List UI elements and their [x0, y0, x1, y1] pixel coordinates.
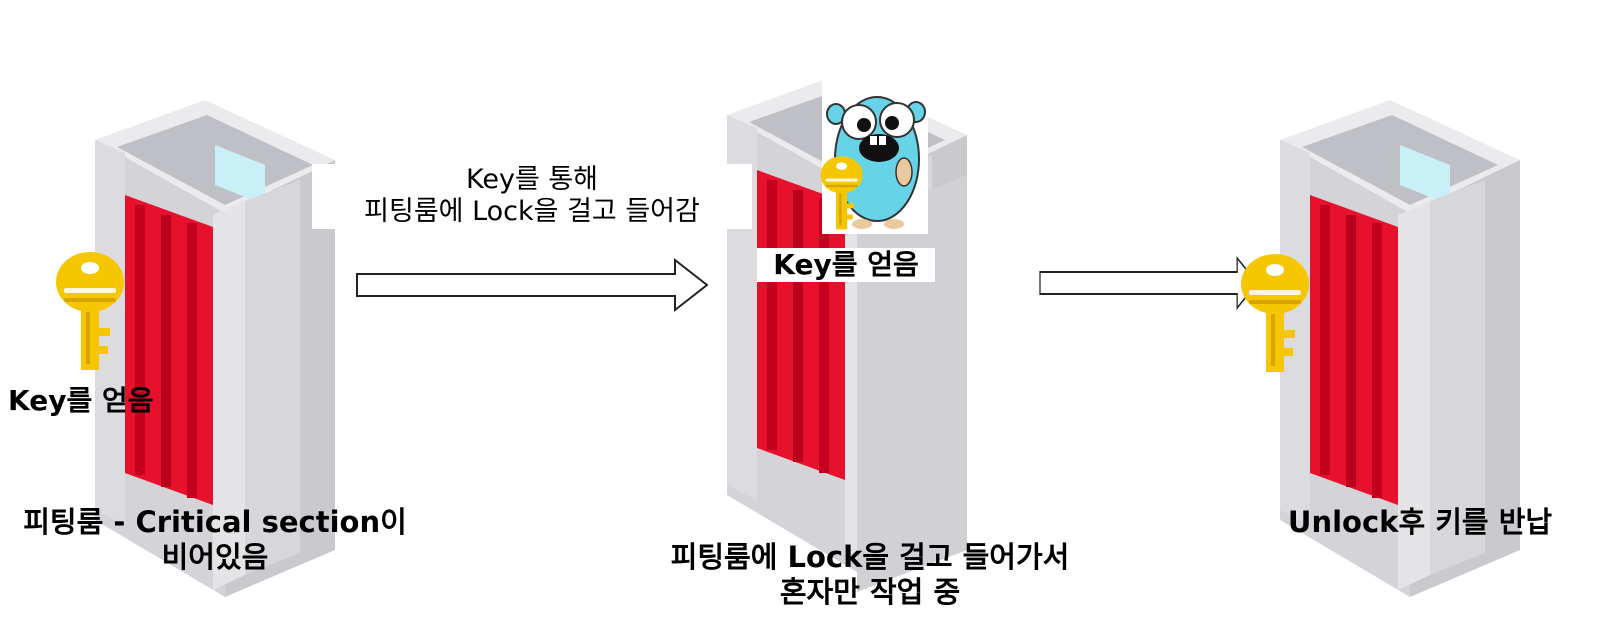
room2-caption-line1: 피팅룸에 Lock을 걸고 들어가서: [670, 540, 1070, 574]
room2-caption: 피팅룸에 Lock을 걸고 들어가서 혼자만 작업 중: [620, 540, 1120, 610]
room1-key-label: Key를 얻음: [8, 384, 154, 417]
room1-caption-line1: 피팅룸 - Critical section이: [23, 505, 407, 539]
arrow1-label-line2: 피팅룸에 Lock을 걸고 들어감: [364, 196, 700, 228]
room2-key-label: Key를 얻음: [757, 248, 935, 282]
room1-caption-line2: 비어있음: [161, 539, 269, 574]
room2-caption-line2: 혼자만 작업 중: [779, 574, 961, 609]
room1-caption: 피팅룸 - Critical section이 비어있음: [0, 505, 430, 575]
arrow1-label-line1: Key를 통해: [465, 164, 599, 195]
hollow-arrow-icon-1: [356, 259, 708, 311]
arrow1-label: Key를 통해 피팅룸에 Lock을 걸고 들어감: [312, 164, 752, 229]
gopher-icon: [822, 74, 928, 234]
hollow-arrow-icon-2: [1039, 257, 1258, 309]
room3-caption: Unlock후 키를 반납: [1287, 505, 1553, 539]
